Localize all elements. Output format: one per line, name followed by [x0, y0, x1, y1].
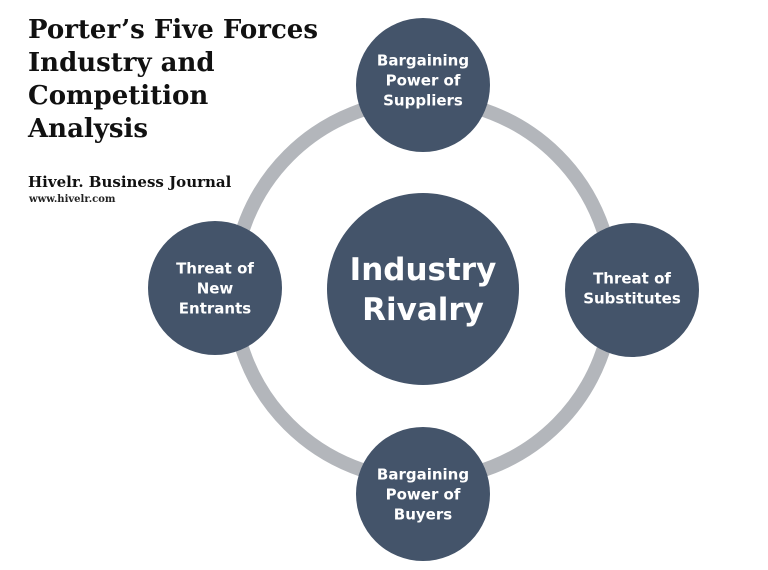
node-label-line: New — [197, 279, 234, 297]
node-label-line: Power of — [386, 485, 461, 503]
node-label-line: Rivalry — [362, 292, 484, 328]
node-label-line: Bargaining — [377, 465, 469, 483]
website-url: www.hivelr.com — [29, 194, 116, 205]
node-threat-of-substitutes: Threat of Substitutes — [565, 223, 699, 357]
page-title: Porter’s Five Forces Industry and Compet… — [28, 15, 318, 144]
node-label-line: Threat of — [176, 259, 254, 277]
node-label-line: Buyers — [394, 505, 452, 523]
node-label-line: Substitutes — [583, 289, 681, 307]
node-label-line: Suppliers — [383, 91, 463, 109]
node-label-line: Industry — [350, 252, 497, 288]
node-label-line: Entrants — [179, 299, 251, 317]
node-label-line: Bargaining — [377, 51, 469, 69]
publisher-name: Hivelr. Business Journal — [28, 173, 232, 191]
node-label-line: Power of — [386, 71, 461, 89]
node-substitutes-label: Threat of Substitutes — [583, 269, 681, 307]
node-label-line: Threat of — [593, 269, 671, 287]
